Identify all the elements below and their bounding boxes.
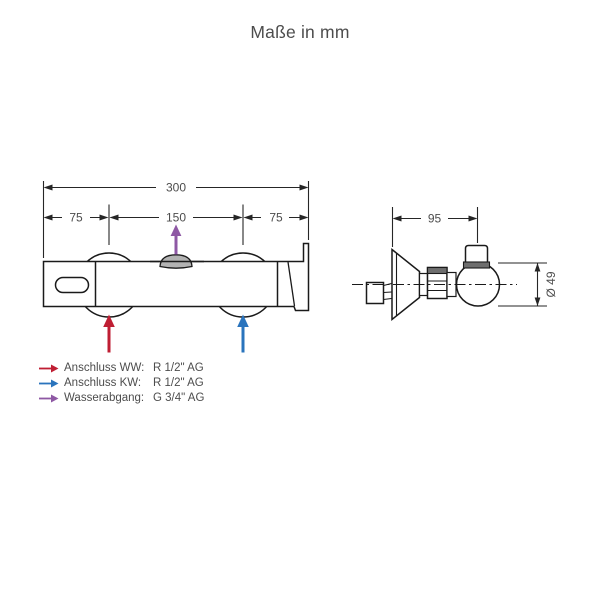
hex-nut-facet-lines [427,280,447,292]
side-dimension-arrowheads [392,215,541,306]
dim-right-offset: 75 [269,211,283,225]
front-view-dimensions [42,181,310,258]
page-title: Maße in mm [250,22,350,42]
outlet-thread-band [462,261,491,269]
dimension-arrowheads [43,184,309,221]
stub-connector-lines [383,282,392,301]
dim-depth: 95 [428,212,442,226]
legend-value: G 3/4" AG [153,392,205,404]
legend-label: Wasserabgang: [64,392,145,404]
end-cap-taper-line [287,261,296,307]
legend-row-warm-water: Anschluss WW: R 1/2" AG [38,361,204,376]
handle-slot [54,276,90,294]
legend-value: R 1/2" AG [153,377,204,389]
wall-flange [391,247,421,322]
dim-total-width: 300 [166,181,186,195]
legend-value: R 1/2" AG [153,362,204,374]
side-view-dimensions [391,207,547,307]
dim-center-span: 150 [166,211,186,225]
dim-left-offset: 75 [69,211,83,225]
legend-row-outlet: Wasserabgang: G 3/4" AG [38,391,204,406]
legend-label: Anschluss KW: [64,377,142,389]
legend-label: Anschluss WW: [64,362,145,374]
outlet-stem [464,244,489,264]
mixer-body [42,242,310,312]
connection-legend: Anschluss WW: R 1/2" AG Anschluss KW: R … [38,361,204,406]
side-view [352,244,517,322]
outlet-arrow-icon [170,224,182,255]
legend-row-cold-water: Anschluss KW: R 1/2" AG [38,376,204,391]
hex-nut-thread-band [426,266,448,275]
dim-diameter: Ø 49 [544,271,558,297]
cold-water-legend-arrow-icon [38,378,64,389]
warm-water-legend-arrow-icon [38,363,64,374]
outlet-legend-arrow-icon [38,393,64,404]
front-view [42,242,310,318]
warm-water-arrow-icon [103,314,115,353]
cold-water-arrow-icon [237,314,249,353]
wall-pipe-stub [365,281,385,305]
